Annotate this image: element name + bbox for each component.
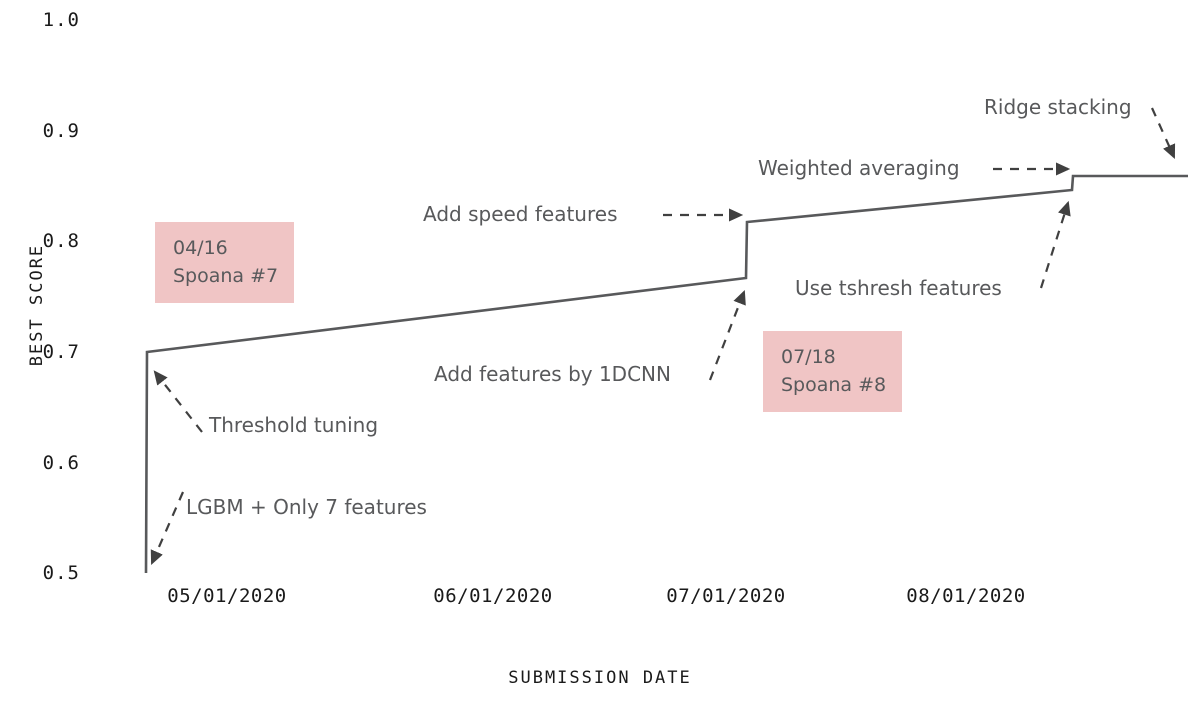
arrow-threshold-tuning	[153, 370, 203, 433]
annotation-threshold-tuning: Threshold tuning	[209, 413, 379, 437]
y-tick-label-2: 0.9	[42, 120, 80, 142]
x-tick-label-3: 07/01/2020	[666, 585, 786, 607]
annotation-weighted-averaging: Weighted averaging	[758, 156, 960, 180]
x-tick-label-4: 08/01/2020	[906, 585, 1026, 607]
arrow-lgbm	[150, 491, 185, 566]
arrow-add-features-1dcnn	[708, 289, 746, 381]
note-event: Spoana #8	[781, 373, 887, 396]
y-tick-label-5: 0.6	[42, 452, 80, 474]
note-date: 07/18	[781, 345, 836, 368]
x-axis-title: SUBMISSION DATE	[508, 668, 692, 688]
arrow-use-tshresh-features	[1039, 200, 1071, 289]
annotation-add-features-1dcnn: Add features by 1DCNN	[434, 362, 671, 386]
note-box-spoana-7: 04/16 Spoana #7	[155, 222, 294, 303]
annotation-add-speed-features: Add speed features	[423, 202, 618, 226]
note-box-spoana-8: 07/18 Spoana #8	[763, 331, 902, 412]
y-tick-label-6: 0.5	[42, 562, 80, 584]
x-tick-label-2: 06/01/2020	[433, 585, 553, 607]
annotation-use-tshresh-features: Use tshresh features	[795, 276, 1002, 300]
y-tick-label-4: 0.7	[42, 341, 80, 363]
y-tick-label-3: 0.8	[42, 230, 80, 252]
annotation-lgbm: LGBM + Only 7 features	[186, 495, 427, 519]
y-tick-label-1: 1.0	[42, 9, 80, 31]
x-tick-label-1: 05/01/2020	[167, 585, 287, 607]
best-score-line	[144, 174, 1188, 574]
note-date: 04/16	[173, 236, 228, 259]
note-event: Spoana #7	[173, 264, 279, 287]
annotation-ridge-stacking: Ridge stacking	[984, 95, 1132, 119]
arrow-ridge-stacking	[1150, 107, 1176, 160]
